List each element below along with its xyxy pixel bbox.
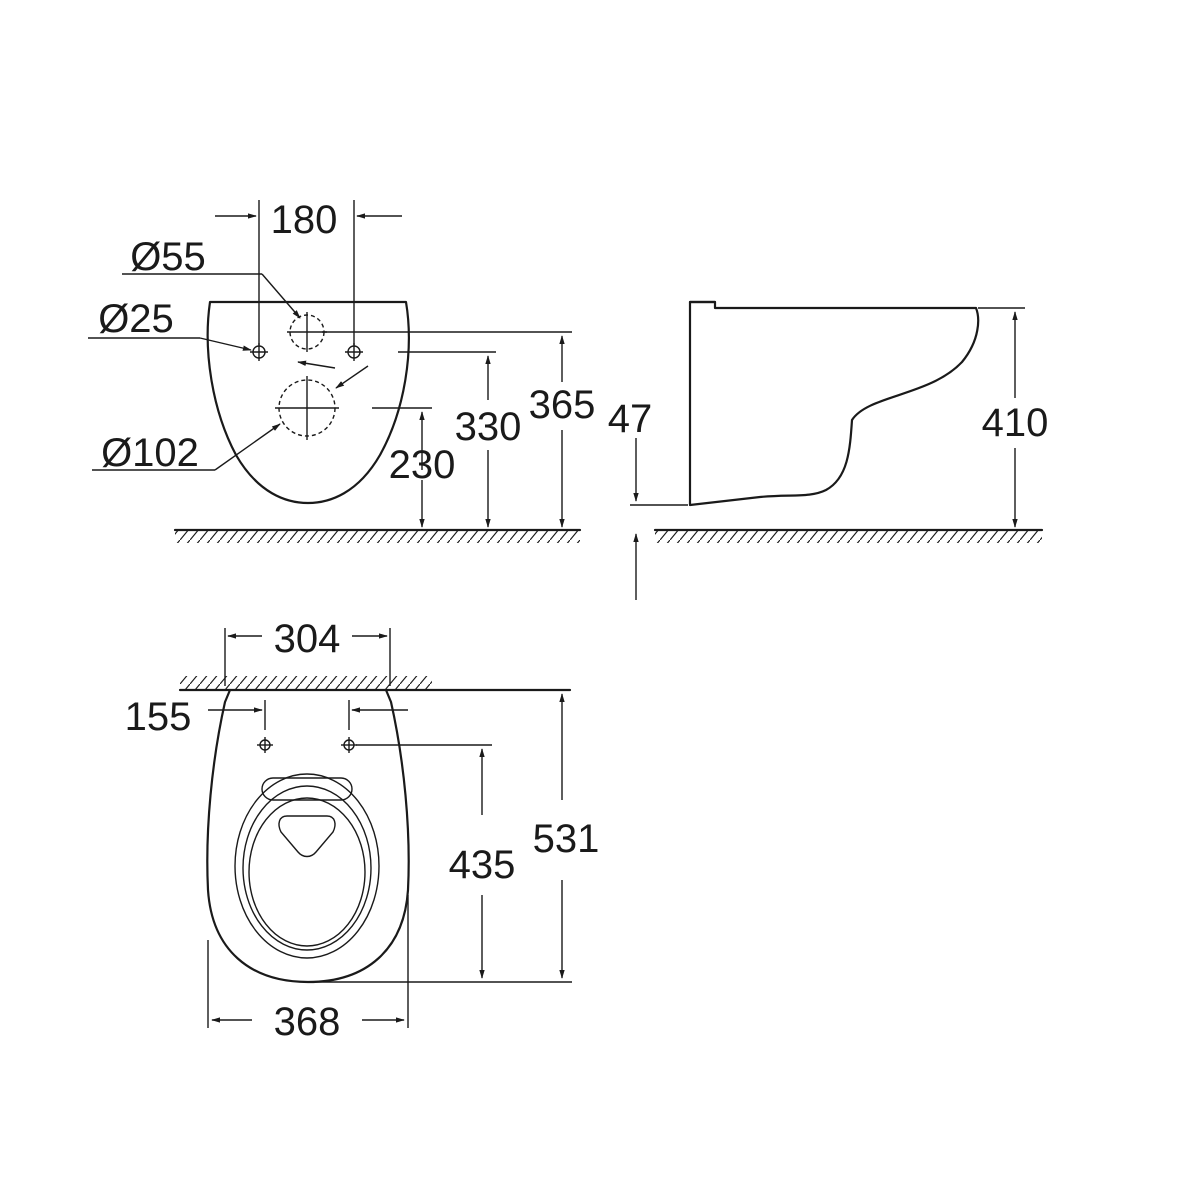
dim-diameter-25-label: Ø25 [98,297,174,341]
dim-531-label: 531 [533,817,600,861]
front-view: 180 Ø55 Ø25 Ø102 230 330 365 [88,198,595,543]
top-bowl-outline [206,688,410,984]
top-wall-hatch [180,676,432,689]
dim-diameter-55-label: Ø55 [130,235,206,279]
seat-outer-ring [234,773,380,959]
side-floor-hatch [655,531,1042,543]
seat-middle-ring [242,785,372,951]
seat-inner-ring [248,797,366,947]
front-bowl-outline [206,300,410,505]
flush-opening [278,815,336,858]
dim-155-label: 155 [125,695,192,739]
dim-330-label: 330 [455,405,522,449]
dim-230-label: 230 [389,443,456,487]
dim-304-label: 304 [274,617,341,661]
seat-hinge [261,777,353,801]
side-body-outline [688,300,980,507]
dim-180-label: 180 [271,198,338,242]
top-view: 304 155 435 531 368 [125,617,600,1044]
dim-368-label: 368 [274,1000,341,1044]
side-view: 410 47 [608,300,1049,600]
dim-diameter-102-label: Ø102 [101,431,199,475]
front-floor-hatch [175,531,580,543]
dim-435-label: 435 [449,843,516,887]
dim-410-label: 410 [982,401,1049,445]
dim-365-label: 365 [529,383,596,427]
dim-47-label: 47 [608,397,653,441]
